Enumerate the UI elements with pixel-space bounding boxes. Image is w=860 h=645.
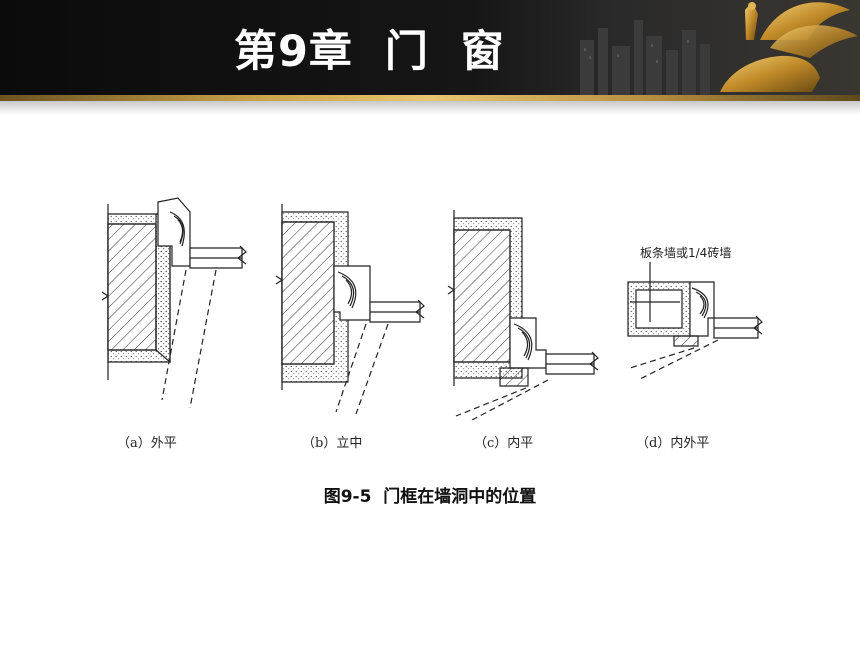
panel-b-drawing (275, 204, 425, 415)
panel-a-drawing (101, 197, 247, 409)
panel-d-annotation: 板条墙或1/4砖墙 (640, 246, 732, 260)
door-frame-position-diagram (101, 197, 763, 420)
figure-caption: 图9-5 门框在墙洞中的位置 (323, 487, 537, 507)
slide-header: 第9章 门 窗 (0, 0, 860, 100)
panel-c-label: （c）内平 (474, 436, 534, 451)
panel-d-label: （d）内外平 (636, 436, 710, 451)
panel-a-label: （a）外平 (117, 436, 177, 451)
header-shadow (0, 101, 860, 115)
panel-d-drawing (627, 262, 763, 381)
slide-title: 第9章 门 窗 (234, 27, 505, 77)
golden-pegasus-statue-image (720, 2, 858, 92)
header-gold-divider (0, 95, 860, 101)
panel-c-drawing (447, 210, 599, 420)
panel-b-label: （b）立中 (302, 436, 363, 451)
city-skyline-image (580, 20, 710, 96)
